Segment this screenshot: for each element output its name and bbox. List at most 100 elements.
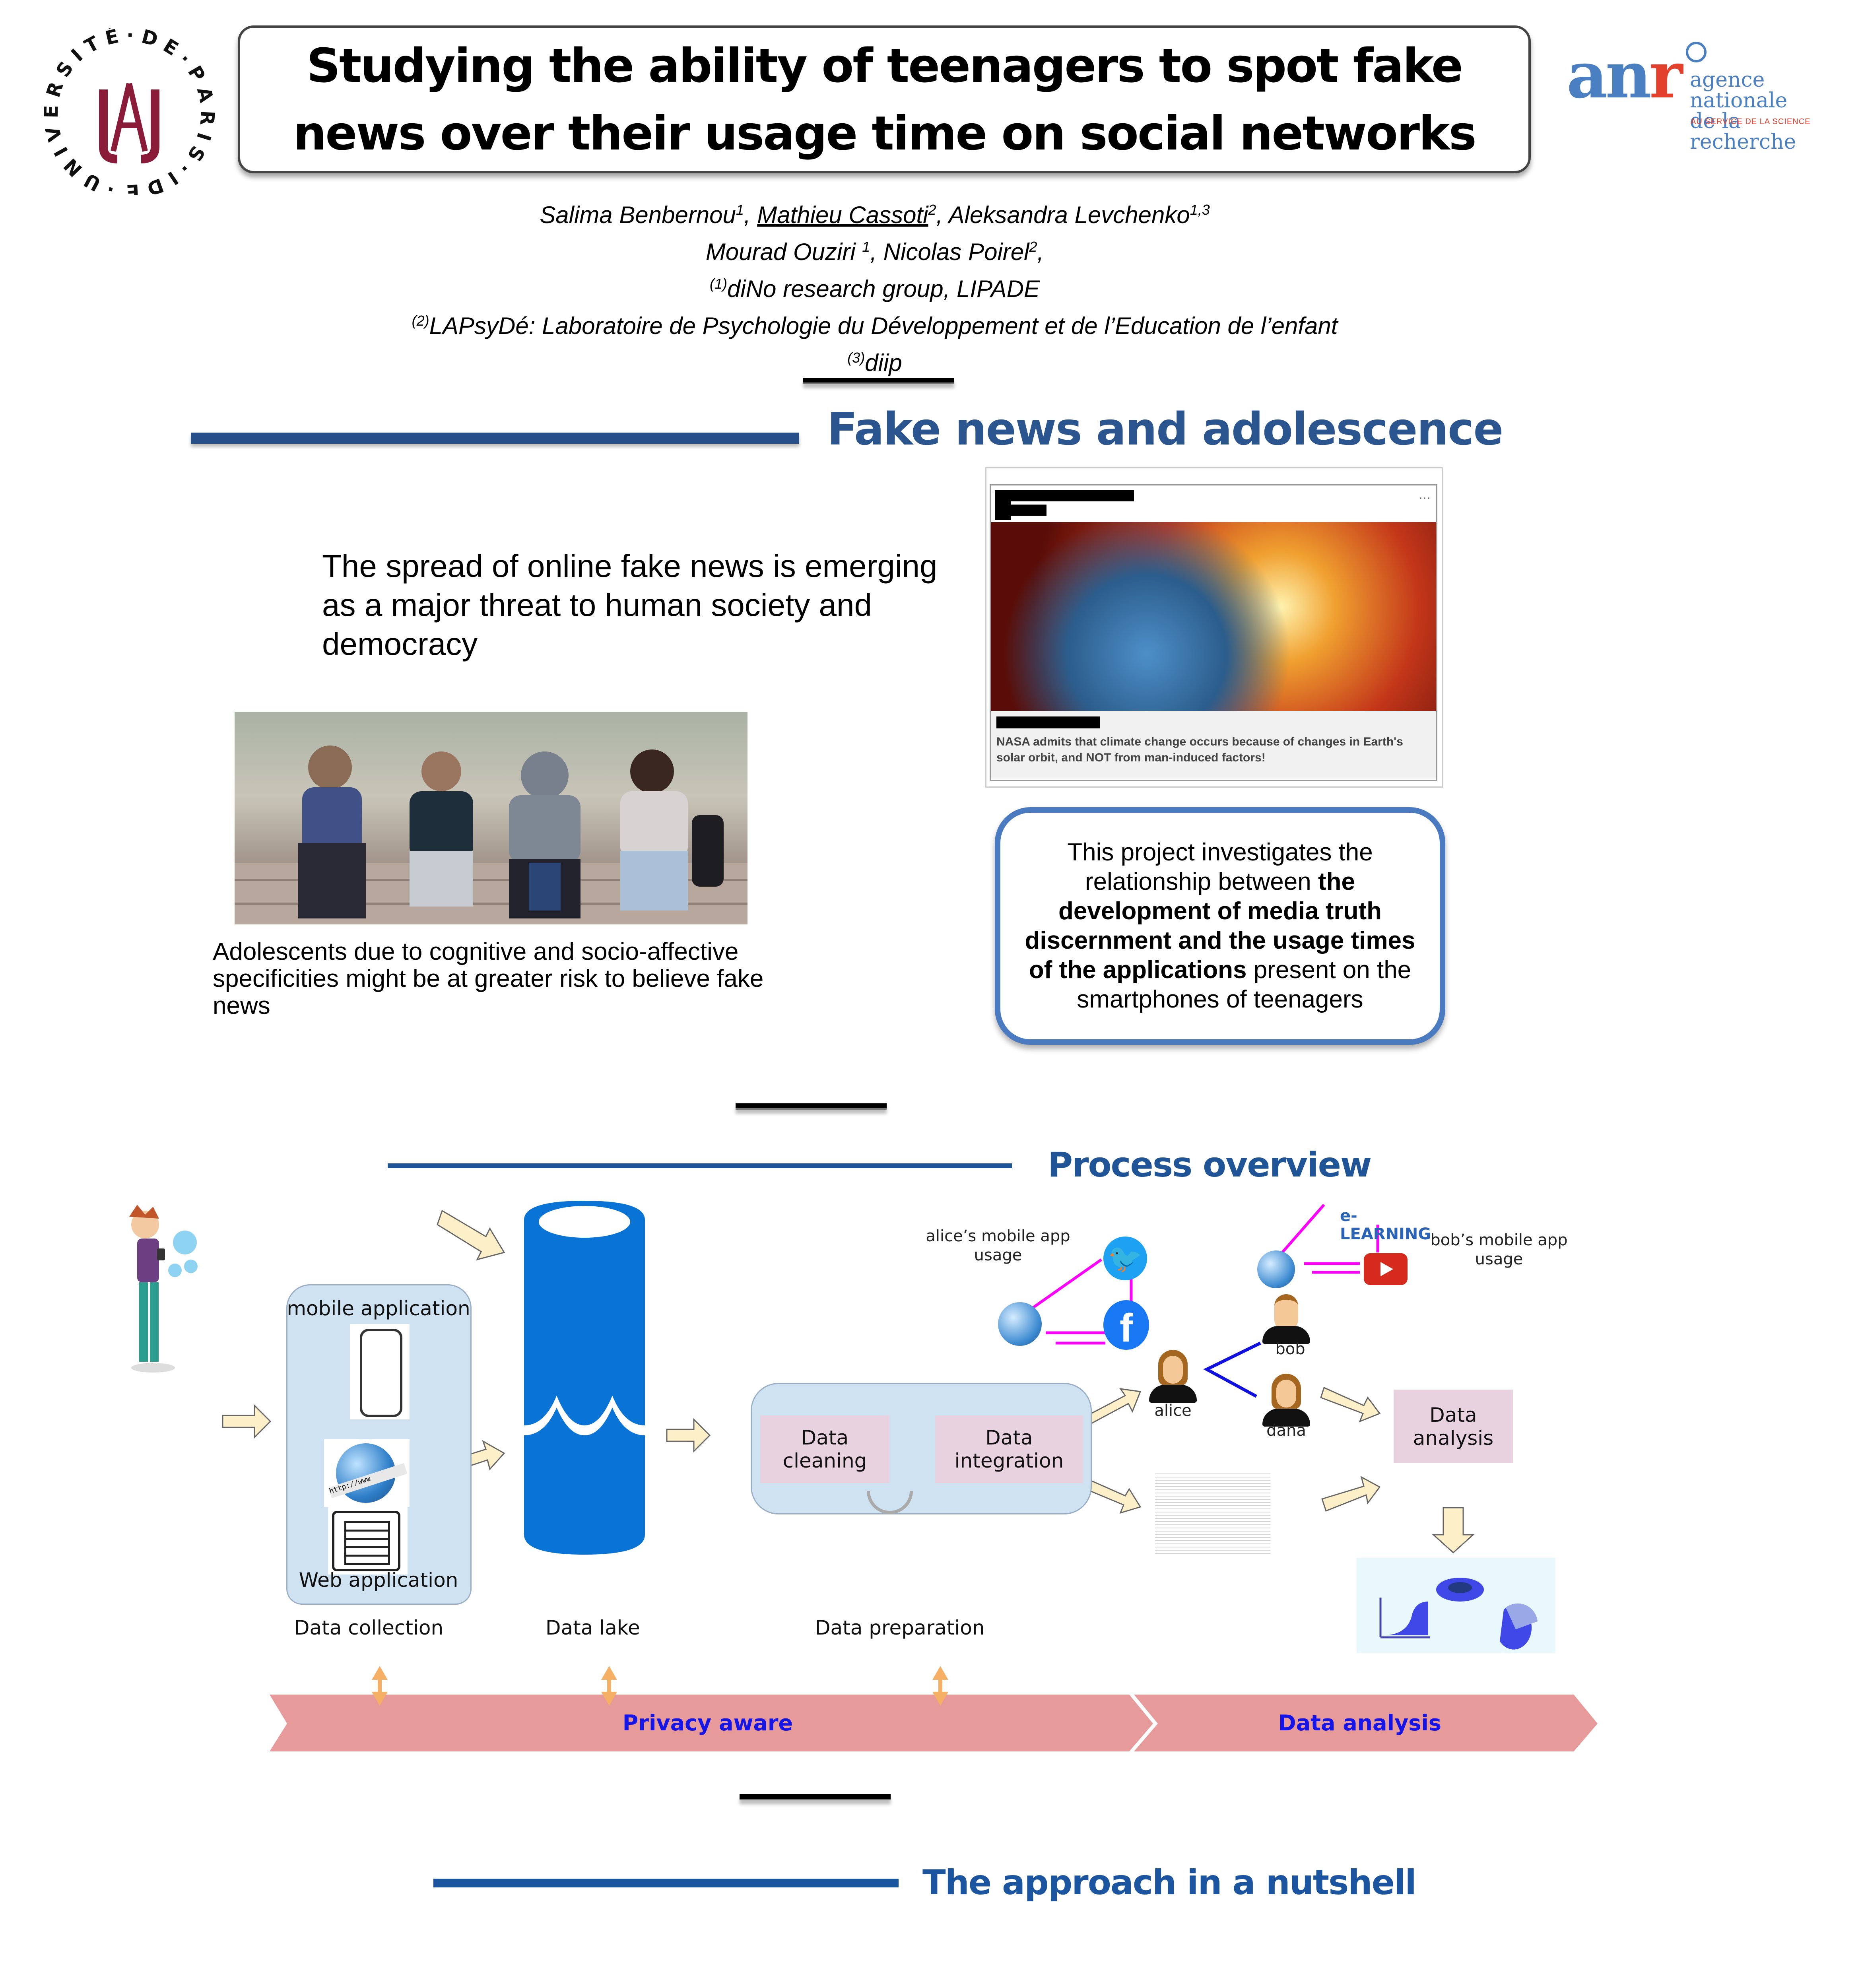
project-text-2: present on the smartphones of teenagers [1077,956,1412,1013]
anr-logo: anr agence nationale de la recherche AU … [1567,38,1853,152]
stage-double-arrows [372,1666,948,1706]
flow-arrow [666,1418,711,1453]
web-globe-icon [1257,1250,1295,1288]
data-lake-cylinder-icon [524,1201,645,1555]
bob-usage-graph-edges [1281,1204,1379,1274]
post-card: ··· NASA admits that climate change occu… [990,484,1437,781]
affiliation-text: LAPsyDé: Laboratoire de Psychologie du D… [429,313,1338,339]
section-bar [191,433,799,444]
author-name: Mathieu Cassoti [757,202,928,228]
redacted-source [996,716,1100,728]
project-text-1: This project investigates the relationsh… [1067,839,1373,895]
title-line-1: Studying the ability of teenagers to spo… [307,38,1463,93]
teen-3 [509,751,581,918]
author-affiliation-sup: 2 [928,202,936,218]
double-arrow-icon [932,1666,948,1706]
author-name: Mourad Ouziri [705,239,862,265]
teen-4 [620,749,724,911]
web-globe-icon: http://www [324,1439,410,1507]
teenagers-photo [235,712,747,924]
data-cleaning-label: Data cleaning [782,1426,867,1472]
person-label: bob [1275,1340,1305,1358]
web-globe-icon [998,1302,1042,1346]
analysis-charts-thumbnail [1357,1558,1555,1653]
alice-usage-label: alice’s mobile app usage [926,1227,1070,1264]
web-form-icon [328,1507,408,1574]
author-name: Nicolas Poirel [883,239,1029,265]
section-title-process: Process overview [1048,1145,1372,1185]
flow-arrow [1085,1478,1142,1514]
fake-news-post-screenshot: ··· NASA admits that climate change occu… [985,467,1443,788]
privacy-timeline-band: Privacy aware Data analysis [270,1695,1598,1751]
separator [803,378,954,384]
redacted-name [995,490,1134,501]
spread-statement: The spread of online fake news is emergi… [322,548,938,662]
data-analysis-chevron [1134,1695,1598,1751]
teen-2 [410,751,473,907]
redacted-meta [995,505,1046,516]
flow-arrow [437,1209,505,1261]
affiliation-text: diip [865,349,902,376]
flow-arrow [1321,1476,1381,1512]
twitter-icon: 🐦 [1103,1237,1147,1280]
band-label-analysis: Data analysis [1278,1710,1441,1736]
mobile-application-label: mobile application [287,1297,470,1320]
fake-post-caption: NASA admits that climate change occurs b… [996,735,1403,764]
band-label-privacy: Privacy aware [623,1710,793,1736]
project-text-bold: the development of media truth discernme… [1025,868,1415,984]
stage-label-lake: Data lake [546,1616,640,1639]
social-links [1203,1342,1261,1398]
anr-line-1: agence nationale [1690,68,1788,113]
person-alice [1147,1350,1199,1409]
smartphone-icon [350,1324,410,1419]
author-affiliation-sup: 1 [862,239,870,255]
teen-1 [298,746,366,918]
affiliation-number: (3) [847,349,865,366]
more-options-icon: ··· [1419,491,1431,504]
burning-earth-image [991,522,1436,711]
authors-block: Salima Benbernou1, Mathieu Cassoti2, Ale… [318,194,1431,379]
affiliation-number: (2) [412,313,429,329]
elearning-logo: e-LEARNING [1340,1207,1431,1243]
separator [740,1794,891,1800]
section-title-approach: The approach in a nutshell [922,1863,1417,1903]
data-cleaning-box: Data cleaning [760,1415,889,1483]
data-integration-label: Data integration [954,1426,1064,1472]
flow-arrow [222,1404,272,1439]
anr-mark-an: an [1567,38,1652,113]
separator [736,1103,887,1110]
author-affiliation-sup: 1,3 [1190,202,1210,218]
bob-usage-label: bob’s mobile app usage [1430,1231,1568,1268]
data-analysis-label: Data analysis [1413,1403,1494,1450]
person-dana [1260,1374,1312,1429]
area-chart-axis [1379,1598,1430,1639]
flow-arrow [1087,1388,1142,1425]
section-bar [388,1163,1012,1168]
youtube-icon [1364,1253,1408,1285]
authors-line-1: Salima Benbernou1, Mathieu Cassoti2, Ale… [540,202,1210,228]
anr-mark-r: r [1649,38,1683,113]
section-title-fake-news: Fake news and adolescence [827,404,1503,455]
universite-de-paris-logo: · U N I V E R S I T É · D E · P A R I S … [36,10,218,203]
data-table-thumbnail [1155,1471,1270,1555]
area-chart-icon [1382,1602,1428,1635]
double-arrow-icon [601,1666,617,1706]
section-bar [433,1879,899,1887]
poster-title-box: Studying the ability of teenagers to spo… [238,25,1531,173]
affiliation-line: (2)LAPsyDé: Laboratoire de Psychologie d… [318,305,1431,342]
user-with-phone-illustration [121,1205,213,1380]
anr-line-2: de la recherche [1690,109,1796,154]
data-integration-box: Data integration [935,1415,1083,1483]
project-summary-text: This project investigates the relationsh… [1013,838,1427,1014]
affiliation-line: (3)diip [318,342,1431,379]
stage-label-preparation: Data preparation [815,1616,985,1639]
data-analysis-box: Data analysis [1394,1390,1513,1463]
project-summary-box: This project investigates the relationsh… [995,807,1445,1045]
web-application-label: Web application [299,1569,458,1592]
person-bob [1260,1294,1312,1346]
flow-arrow [1432,1507,1475,1554]
anr-registered-icon [1686,42,1707,62]
affiliation-line: (1)diNo research group, LIPADE [318,268,1431,305]
